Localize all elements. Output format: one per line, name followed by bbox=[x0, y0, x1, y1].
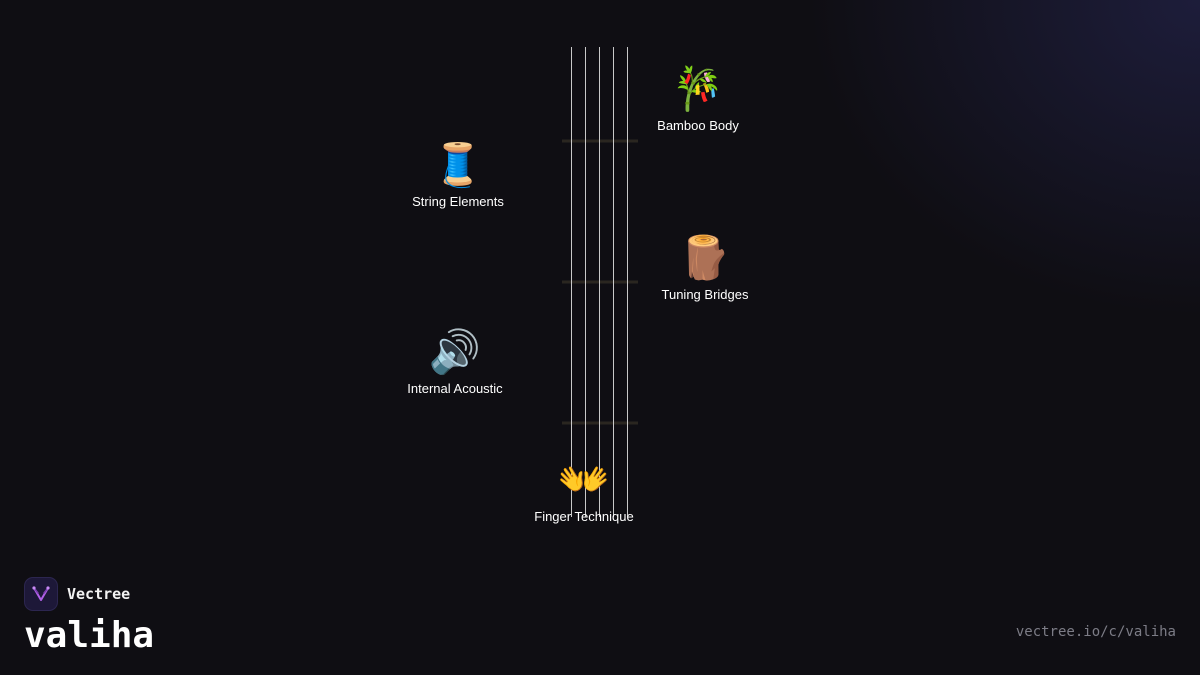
bamboo-icon: 🎋 bbox=[671, 64, 725, 113]
open-hands-icon: 👐 bbox=[557, 455, 611, 504]
node-finger-technique[interactable]: 👐 Finger Technique bbox=[504, 455, 664, 525]
brand-name: Vectree bbox=[67, 585, 131, 603]
spool-of-thread-icon: 🧵 bbox=[431, 140, 485, 189]
wood-log-icon: 🪵 bbox=[678, 233, 732, 282]
node-label: Tuning Bridges bbox=[661, 287, 749, 302]
brand-row: Vectree bbox=[24, 577, 154, 611]
node-label: String Elements bbox=[412, 194, 504, 209]
brand-block: Vectree valiha bbox=[24, 577, 154, 656]
node-string-elements[interactable]: 🧵 String Elements bbox=[378, 140, 538, 210]
node-internal-acoustic[interactable]: 🔊 Internal Acoustic bbox=[375, 327, 535, 397]
node-label: Finger Technique bbox=[534, 509, 634, 524]
logo-mark bbox=[32, 586, 50, 601]
speaker-icon: 🔊 bbox=[428, 327, 482, 376]
page-url[interactable]: vectree.io/c/valiha bbox=[1015, 624, 1176, 640]
node-bamboo-body[interactable]: 🎋 Bamboo Body bbox=[618, 64, 778, 134]
page-title: valiha bbox=[24, 615, 155, 656]
node-label: Internal Acoustic bbox=[407, 381, 503, 396]
vectree-logo-icon[interactable] bbox=[24, 577, 58, 611]
node-label: Bamboo Body bbox=[657, 118, 739, 133]
node-tuning-bridges[interactable]: 🪵 Tuning Bridges bbox=[625, 233, 785, 303]
